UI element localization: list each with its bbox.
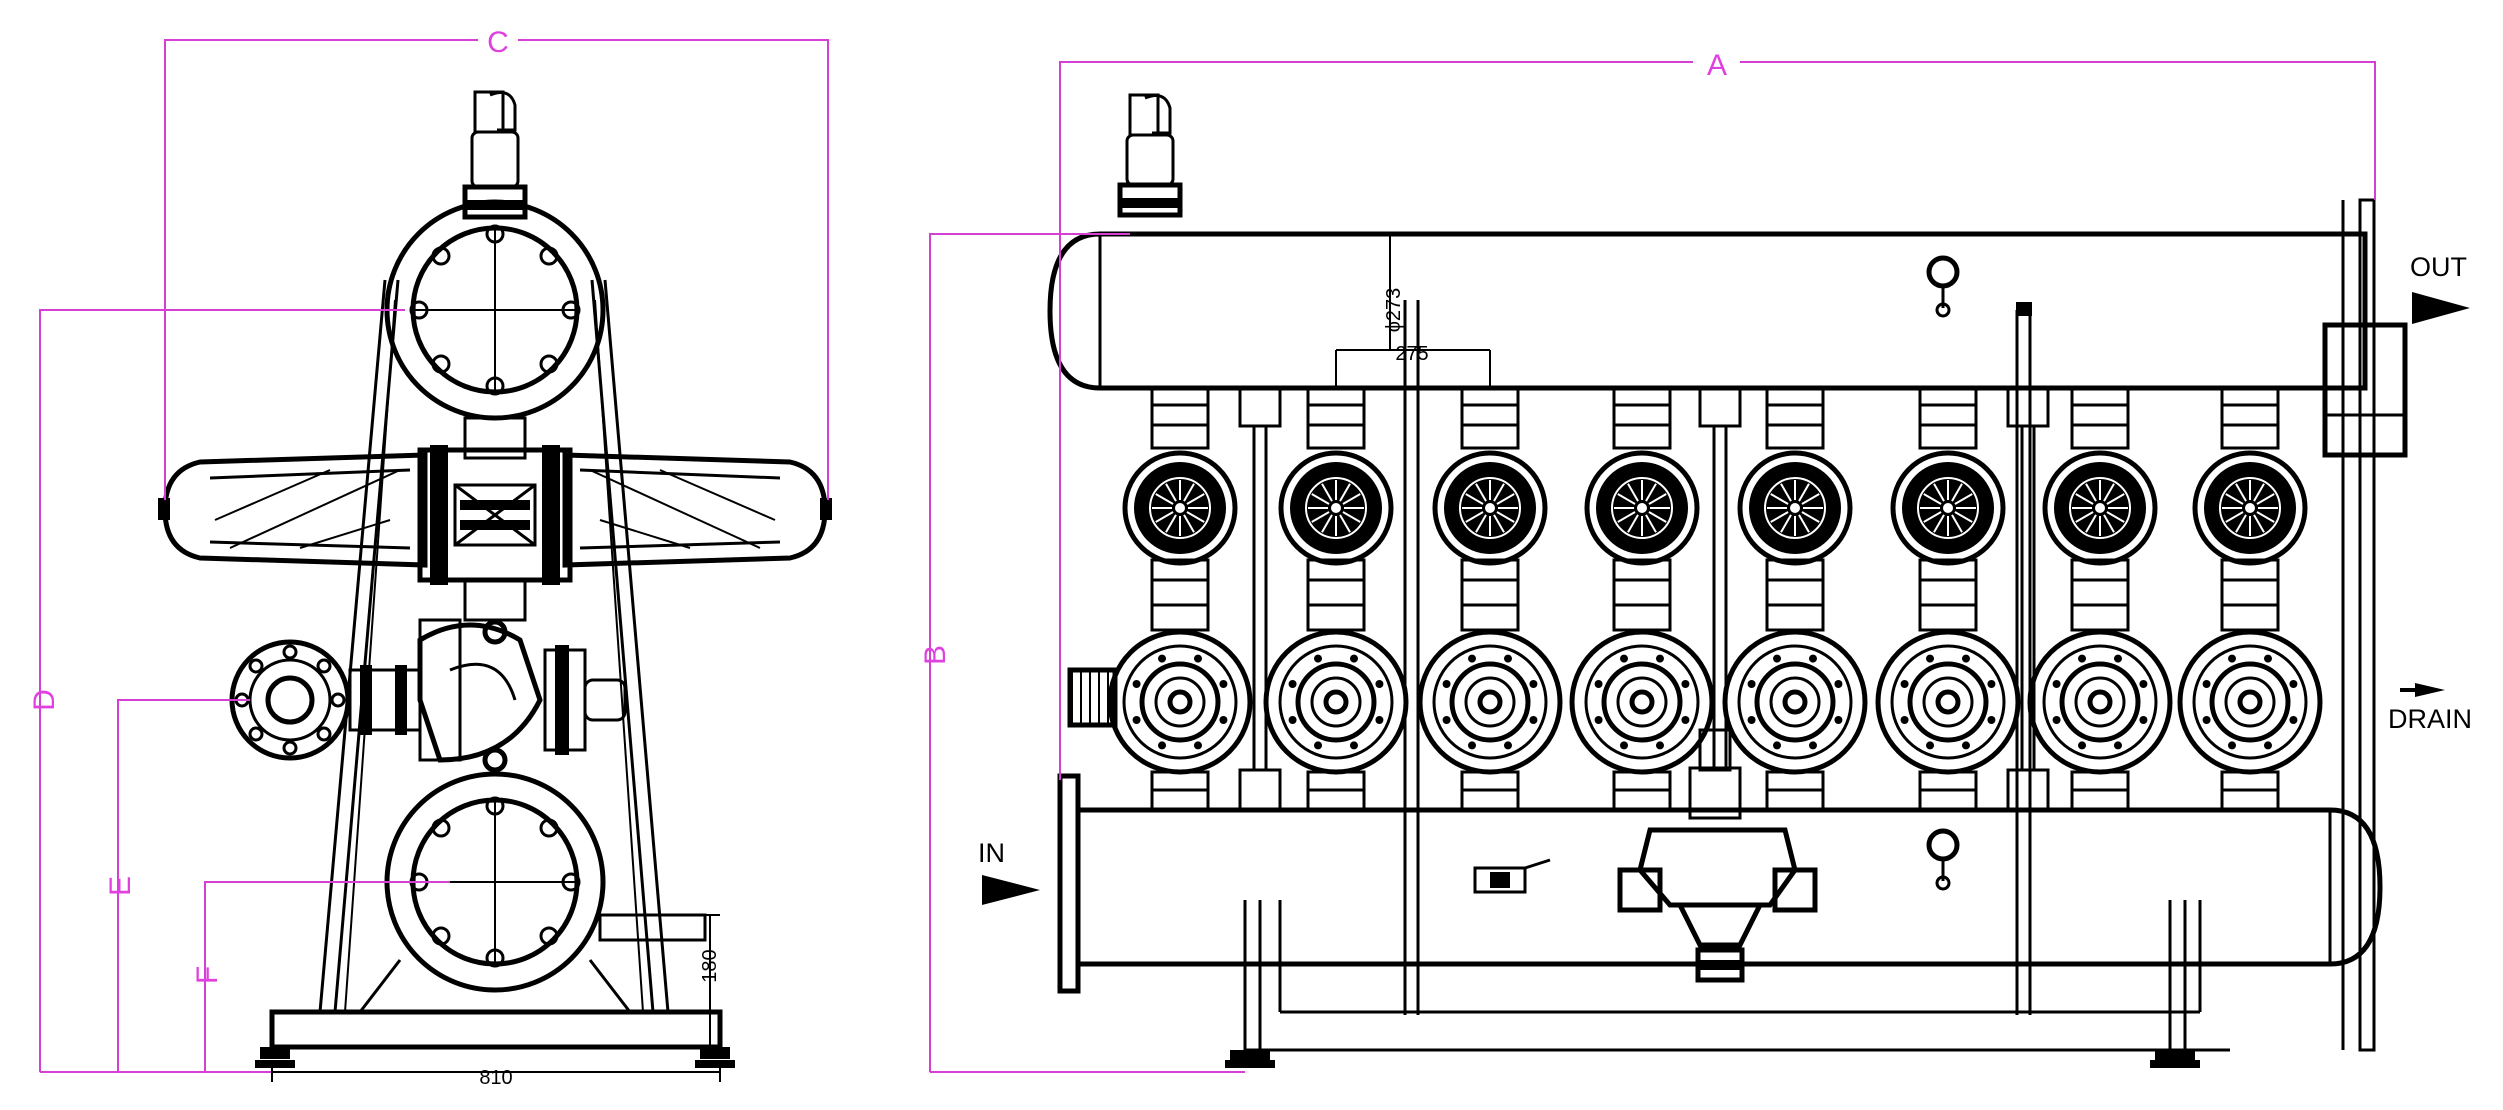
backflush-valve-icon: [1107, 629, 1253, 775]
flow-arrow-icon: [982, 875, 1040, 905]
dimension-a-label: A: [1707, 49, 1727, 82]
side-view: C D E F 180 810: [28, 26, 832, 1089]
drain-label: DRAIN: [2388, 704, 2472, 734]
support-frame: [255, 279, 735, 1068]
backflush-valve-icon: [1722, 629, 1868, 775]
disc-filter-icon: [1122, 450, 1238, 566]
disc-filter-icon: [1278, 450, 1394, 566]
front-view: A B ϕ273 275 IN OUT DRAIN: [919, 49, 2472, 1073]
width-measurement: 810: [479, 1067, 512, 1089]
backflush-valve-icon: [1263, 629, 1409, 775]
disc-filter-icon: [1432, 450, 1548, 566]
filter-station: [2027, 386, 2173, 812]
flow-arrow-icon: [2400, 683, 2445, 697]
dimension-e-label: E: [104, 876, 137, 896]
base-frame: [1225, 200, 2345, 1068]
inlet-manifold: [1057, 773, 2383, 994]
dimension-b-label: B: [919, 645, 952, 665]
filter-station: [1417, 386, 1563, 812]
backflush-valve-icon: [1417, 629, 1563, 775]
dimension-f-label: F: [191, 966, 224, 984]
side-view-dimensions: [39, 39, 829, 1082]
control-valve: [1617, 728, 1818, 983]
disc-filter-icon: [2192, 450, 2308, 566]
filter-station: [1107, 386, 1282, 812]
backflush-valve-icon: [2177, 629, 2323, 775]
backflush-valve-icon: [2027, 629, 2173, 775]
pressure-gauge-icon: [1926, 828, 1960, 891]
flow-arrow-icon: [2412, 292, 2470, 324]
filter-station: [1569, 386, 1715, 812]
disc-filter-icon: [1584, 450, 1700, 566]
filter-station: [2177, 386, 2323, 812]
drain-nozzle-icon: [1067, 667, 1118, 728]
height-measurement: 180: [699, 949, 721, 982]
outlet-label: OUT: [2410, 252, 2467, 282]
backflush-valve-icon: [1875, 629, 2021, 775]
valve-icon: [1473, 858, 1551, 894]
dimension-c-label: C: [487, 26, 509, 59]
filter-station: [1875, 386, 2050, 812]
pressure-gauge-icon: [1926, 255, 1960, 318]
center-valve-block: [417, 445, 573, 585]
diameter-measurement: ϕ273: [1383, 288, 1405, 333]
disc-filter-icon: [1890, 450, 2006, 566]
air-release-valve-icon: [462, 90, 528, 220]
filter-housing-right: [562, 452, 832, 568]
front-view-dimensions: [929, 61, 2376, 1073]
disc-filter-icon: [2042, 450, 2158, 566]
hydraulic-valve: [348, 618, 627, 773]
backflush-valve-icon: [1569, 629, 1715, 775]
filter-station: [1263, 386, 1409, 812]
upper-flange: [384, 199, 606, 421]
filter-stations: [1067, 386, 2323, 812]
dimension-d-label: D: [28, 689, 61, 711]
spacing-measurement: 275: [1395, 343, 1428, 365]
inlet-label: IN: [978, 838, 1005, 868]
filter-housing-left: [158, 452, 428, 568]
outlet-manifold: [1047, 198, 2408, 1052]
air-release-valve-icon: [1117, 93, 1183, 218]
disc-filter-icon: [1737, 450, 1853, 566]
filter-station: [1722, 386, 1868, 812]
